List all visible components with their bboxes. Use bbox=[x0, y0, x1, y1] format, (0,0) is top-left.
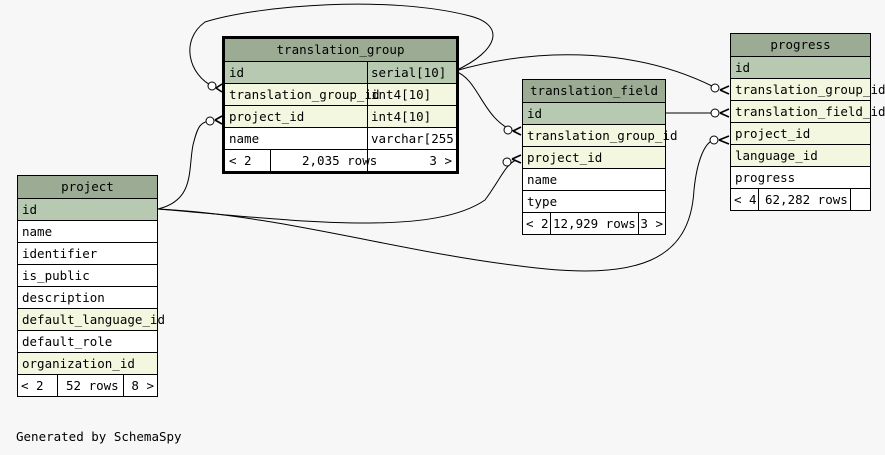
column-name: id bbox=[229, 65, 245, 80]
column-type: varchar[255] bbox=[371, 131, 462, 146]
column-type: int4[10] bbox=[371, 109, 432, 124]
relationship-optional-marker bbox=[502, 157, 512, 167]
relationship-optional-marker bbox=[710, 108, 720, 118]
table-translation-group[interactable]: translation_group id serial[10] translat… bbox=[222, 36, 461, 174]
column-row[interactable]: progress bbox=[731, 166, 870, 188]
table-header[interactable]: progress bbox=[731, 34, 870, 56]
column-row[interactable]: type bbox=[523, 190, 665, 212]
column-row[interactable]: translation_group_id int4[10] bbox=[225, 83, 456, 105]
column-row[interactable]: is_public bbox=[18, 264, 157, 286]
relationship-line-group-to-field bbox=[454, 70, 517, 133]
relationship-optional-marker bbox=[205, 116, 215, 126]
relationship-crowfoot-marker bbox=[215, 83, 223, 93]
column-row[interactable]: translation_group_id bbox=[731, 78, 885, 100]
column-row[interactable]: identifier bbox=[18, 242, 157, 264]
column-name: translation_group_id bbox=[229, 87, 380, 102]
column-row[interactable]: language_id bbox=[731, 144, 870, 166]
table-header[interactable]: translation_group bbox=[225, 39, 456, 61]
parents-link[interactable]: < 2 bbox=[229, 153, 252, 168]
table-translation-field[interactable]: translation_field id translation_group_i… bbox=[522, 79, 678, 235]
parents-link[interactable]: < 4 bbox=[734, 192, 757, 207]
relationship-crowfoot-marker bbox=[511, 154, 522, 164]
table-footer: < 2 52 rows 8 > bbox=[18, 374, 157, 396]
children-link[interactable]: 8 > bbox=[131, 378, 154, 393]
table-header[interactable]: translation_field bbox=[523, 80, 665, 102]
row-count: 2,035 rows bbox=[302, 153, 378, 168]
column-type: serial[10] bbox=[371, 65, 447, 80]
column-row[interactable]: name bbox=[18, 220, 157, 242]
relationship-line-project-to-translation-group bbox=[157, 119, 215, 210]
table-project[interactable]: project id name identifier is_public des… bbox=[17, 175, 165, 397]
column-row[interactable]: translation_group_id bbox=[523, 124, 678, 146]
children-link[interactable]: 3 > bbox=[640, 216, 663, 231]
relationship-optional-marker bbox=[710, 83, 720, 93]
generated-by-note: Generated by SchemaSpy bbox=[16, 429, 182, 444]
column-row[interactable]: default_role bbox=[18, 330, 157, 352]
column-row[interactable]: name varchar[255] bbox=[225, 127, 461, 149]
column-row[interactable]: project_id int4[10] bbox=[225, 105, 456, 127]
relationship-optional-marker bbox=[503, 125, 513, 135]
column-row[interactable]: id bbox=[731, 56, 870, 78]
table-header[interactable]: project bbox=[18, 176, 157, 198]
children-link[interactable]: 3 > bbox=[429, 153, 452, 168]
table-footer: < 2 12,929 rows 3 > bbox=[523, 212, 665, 234]
relationship-crowfoot-marker bbox=[719, 108, 730, 118]
column-row[interactable]: description bbox=[18, 286, 157, 308]
relationship-optional-marker bbox=[709, 135, 719, 145]
relationship-crowfoot-marker bbox=[214, 115, 223, 125]
table-footer: < 2 2,035 rows 3 > bbox=[225, 149, 456, 171]
column-row[interactable]: project_id bbox=[731, 122, 870, 144]
column-name: name bbox=[229, 131, 260, 146]
relationship-line-project-to-translation-field bbox=[157, 159, 517, 224]
row-count: 62,282 rows bbox=[765, 192, 848, 207]
relationship-line-translation-group-self bbox=[189, 3, 494, 88]
column-row[interactable]: organization_id bbox=[18, 352, 157, 374]
row-count: 52 rows bbox=[66, 378, 119, 393]
column-row[interactable]: id bbox=[523, 102, 665, 124]
relationship-crowfoot-marker bbox=[718, 135, 730, 145]
relationship-crowfoot-marker bbox=[719, 85, 730, 95]
parents-link[interactable]: < 2 bbox=[526, 216, 549, 231]
row-count: 12,929 rows bbox=[553, 216, 636, 231]
column-row[interactable]: id bbox=[18, 198, 157, 220]
table-footer: < 4 62,282 rows bbox=[731, 188, 870, 210]
column-type: int4[10] bbox=[371, 87, 432, 102]
column-row[interactable]: default_language_id bbox=[18, 308, 165, 330]
column-row[interactable]: translation_field_id bbox=[731, 100, 885, 122]
column-row[interactable]: id serial[10] bbox=[225, 61, 456, 83]
relationship-crowfoot-marker bbox=[512, 126, 522, 136]
relationship-line-group-to-progress bbox=[454, 54, 715, 88]
column-row[interactable]: project_id bbox=[523, 146, 665, 168]
relationship-optional-marker bbox=[207, 81, 217, 91]
column-name: project_id bbox=[229, 109, 305, 124]
relationship-line-project-to-progress bbox=[157, 139, 715, 272]
parents-link[interactable]: < 2 bbox=[21, 378, 44, 393]
table-progress[interactable]: progress id translation_group_id transla… bbox=[730, 33, 885, 211]
column-row[interactable]: name bbox=[523, 168, 665, 190]
